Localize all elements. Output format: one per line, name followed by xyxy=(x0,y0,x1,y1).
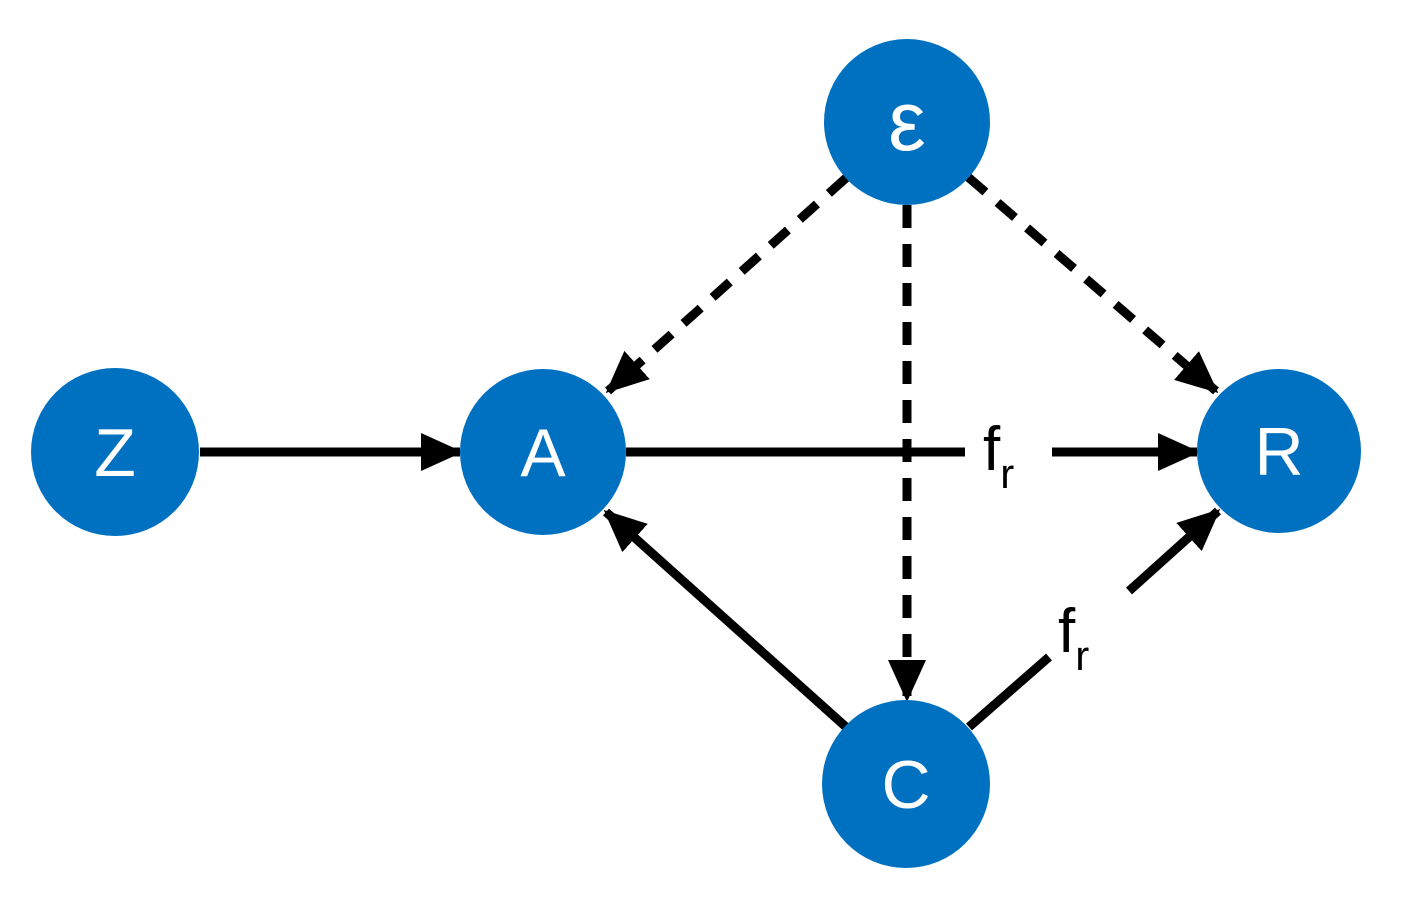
edge-c-to-r-segment-1 xyxy=(966,653,1052,731)
node-z: Z xyxy=(31,368,199,536)
edge-label-a-to-r: fr xyxy=(983,415,1014,497)
node-r: R xyxy=(1197,369,1361,533)
edge-c-to-a xyxy=(602,508,850,731)
node-z-label: Z xyxy=(94,415,136,491)
edge-epsilon-to-r xyxy=(965,173,1219,395)
node-r-circle xyxy=(1197,369,1361,533)
node-a-label: A xyxy=(520,415,566,491)
edge-label-a-to-r-sub: r xyxy=(1000,450,1014,497)
node-epsilon-label: ε xyxy=(888,74,925,168)
node-c: C xyxy=(822,700,990,868)
node-z-circle xyxy=(31,368,199,536)
edge-label-a-to-r-main: f xyxy=(983,415,1001,484)
node-c-label: C xyxy=(881,747,930,823)
edge-label-c-to-r: fr xyxy=(1058,597,1089,679)
edge-c-to-r-segment-2 xyxy=(1125,507,1222,595)
node-epsilon-circle xyxy=(824,39,990,205)
node-a-circle xyxy=(460,369,626,535)
node-r-label: R xyxy=(1254,414,1303,490)
node-a: A xyxy=(460,369,626,535)
edge-label-c-to-r-sub: r xyxy=(1075,632,1089,679)
node-epsilon: ε xyxy=(824,39,990,205)
edge-epsilon-to-a xyxy=(604,174,850,395)
edge-label-c-to-r-main: f xyxy=(1058,597,1076,666)
node-c-circle xyxy=(822,700,990,868)
